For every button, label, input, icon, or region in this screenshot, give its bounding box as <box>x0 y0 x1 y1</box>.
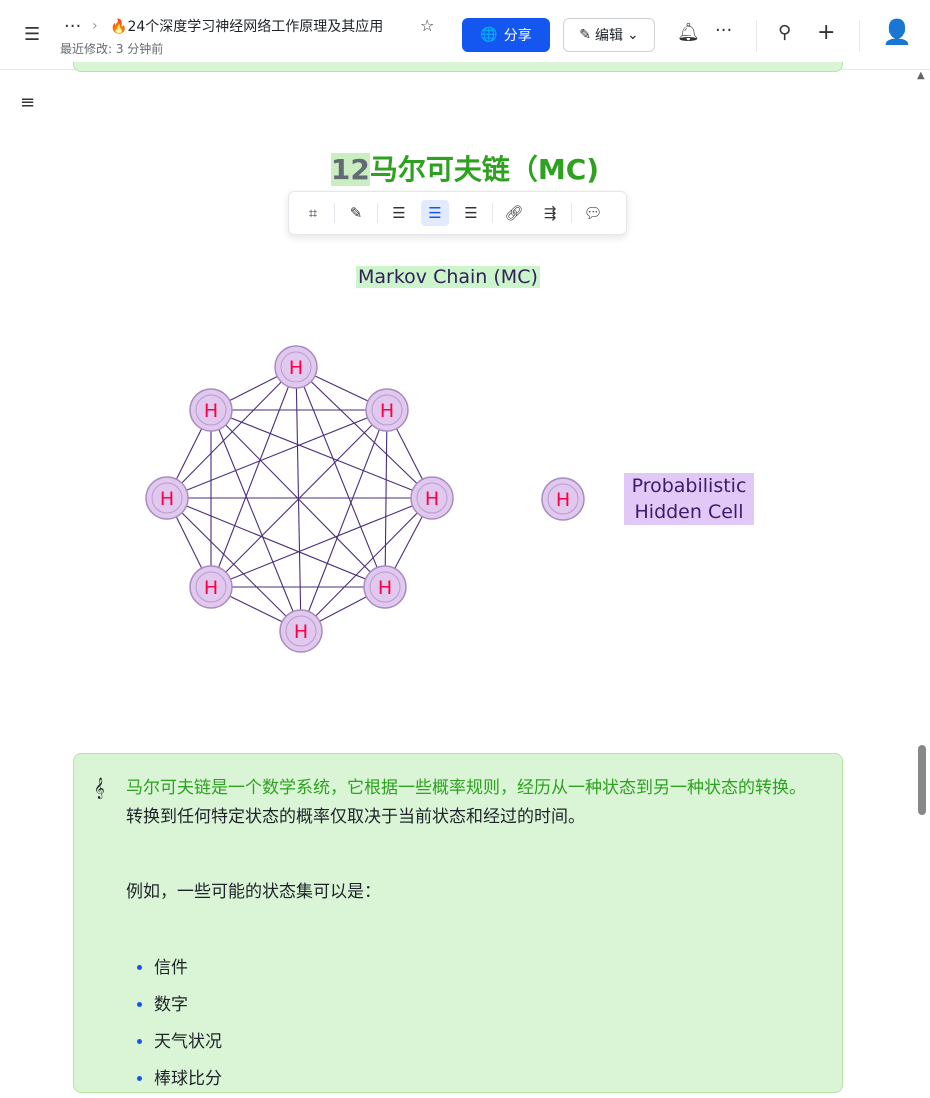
align-left-icon[interactable]: ☰ <box>392 204 406 222</box>
align-right-icon[interactable]: ☰ <box>464 204 478 222</box>
doc-title[interactable]: 🔥24个深度学习神经网络工作原理及其应用 <box>110 16 383 36</box>
link-icon[interactable]: 🔗︎ <box>504 204 524 222</box>
callout-block: 𝄞 马尔可夫链是一个数学系统，它根据一些概率规则，经历从一种状态到另一种状态的转… <box>73 753 843 1093</box>
section-heading: 12马尔可夫链（MC) <box>0 148 930 188</box>
divider <box>859 20 860 52</box>
markov-chain-diagram: H H H H H H H H H <box>145 345 585 653</box>
node-label: H <box>425 488 439 510</box>
edge <box>210 366 297 588</box>
comment-icon[interactable]: 💬︎ <box>583 204 603 222</box>
list-item: 天气状况 <box>154 1024 222 1061</box>
list-item: 信件 <box>154 950 222 987</box>
align-center-icon[interactable]: ☰ <box>421 200 449 226</box>
node-label: H <box>204 400 218 422</box>
states-list: 信件 数字 天气状况 棒球比分 <box>126 950 222 1098</box>
chevron-down-icon: ⌄ <box>627 27 639 43</box>
node-ring <box>151 482 183 514</box>
star-icon[interactable]: ☆ <box>420 16 435 35</box>
node-ring <box>285 615 317 647</box>
fire-icon: 🔥 <box>110 19 128 35</box>
scrollbar[interactable] <box>918 745 926 815</box>
edge <box>166 366 297 499</box>
avatar[interactable]: 👤 <box>882 18 912 46</box>
music-note-icon: 𝄞 <box>94 778 105 799</box>
callout-paragraph: 马尔可夫链是一个数学系统，它根据一些概率规则，经历从一种状态到另一种状态的转换。… <box>126 774 816 832</box>
outline-icon[interactable]: ≡ <box>20 92 36 113</box>
figure-caption: Markov Chain (MC) <box>356 266 540 288</box>
crop-icon[interactable]: ⌗ <box>308 204 318 222</box>
plus-icon[interactable]: + <box>817 20 836 45</box>
node-ring <box>195 571 227 603</box>
node-ring <box>547 483 579 515</box>
edit-image-icon[interactable]: ✎ <box>349 204 363 222</box>
wrap-icon[interactable]: ⇶ <box>543 204 557 222</box>
more-icon[interactable]: ··· <box>64 16 82 37</box>
example-text: 例如，一些可能的状态集可以是： <box>126 882 381 902</box>
node-label: H <box>204 577 218 599</box>
bell-icon[interactable]: 🔔︎ <box>677 22 700 43</box>
edge <box>210 409 302 632</box>
edit-label: 编辑 <box>595 28 623 44</box>
doc-title-text: 24个深度学习神经网络工作原理及其应用 <box>127 19 384 35</box>
edit-button[interactable]: ✎编辑⌄ <box>563 18 655 52</box>
edge <box>166 409 388 499</box>
edge <box>210 497 433 588</box>
more-icon[interactable]: ··· <box>715 20 733 41</box>
edge <box>210 409 433 499</box>
pencil-icon: ✎ <box>579 27 591 43</box>
share-label: 分享 <box>503 28 532 44</box>
edge <box>300 497 433 632</box>
heading-text: 马尔可夫链（MC) <box>369 153 600 186</box>
image-toolbar: ⌗ ✎ ☰ ☰ ☰ 🔗︎ ⇶ 💬︎ <box>288 191 627 235</box>
list-item: 棒球比分 <box>154 1061 222 1098</box>
node-ring <box>280 351 312 383</box>
chevron-right-icon: › <box>92 18 98 34</box>
edge <box>295 366 386 588</box>
node-label: H <box>294 621 308 643</box>
edge <box>166 497 302 632</box>
last-modified: 最近修改: 3 分钟前 <box>60 42 164 56</box>
edge <box>300 409 388 632</box>
callout-text: 转换到任何特定状态的概率仅取决于当前状态和经过的时间。 <box>126 807 585 827</box>
legend-label: Probabilistic Hidden Cell <box>624 473 754 525</box>
heading-number: 12 <box>330 153 370 186</box>
node-ring <box>195 394 227 426</box>
share-button[interactable]: 🌐 分享 <box>462 18 550 52</box>
node-label: H <box>378 577 392 599</box>
node-label: H <box>380 400 394 422</box>
node-ring <box>416 482 448 514</box>
edge <box>210 409 386 588</box>
callout-end <box>73 62 843 72</box>
node-label: H <box>289 357 303 379</box>
list-item: 数字 <box>154 987 222 1024</box>
scroll-up-icon[interactable]: ▲ <box>917 70 925 81</box>
sidebar-toggle-icon[interactable]: ☰ <box>24 24 41 45</box>
node-label: H <box>556 489 570 511</box>
globe-icon: 🌐 <box>480 27 498 43</box>
edge <box>166 497 386 588</box>
node-label: H <box>160 488 174 510</box>
callout-green-text: 马尔可夫链是一个数学系统，它根据一些概率规则，经历从一种状态到另一种状态的转换。 <box>126 778 806 798</box>
top-bar: ☰ ··· › 🔥24个深度学习神经网络工作原理及其应用 ☆ 最近修改: 3 分… <box>0 0 930 70</box>
node-ring <box>371 394 403 426</box>
node-ring <box>369 571 401 603</box>
search-icon[interactable]: ⚲ <box>778 22 792 43</box>
divider <box>756 20 757 52</box>
